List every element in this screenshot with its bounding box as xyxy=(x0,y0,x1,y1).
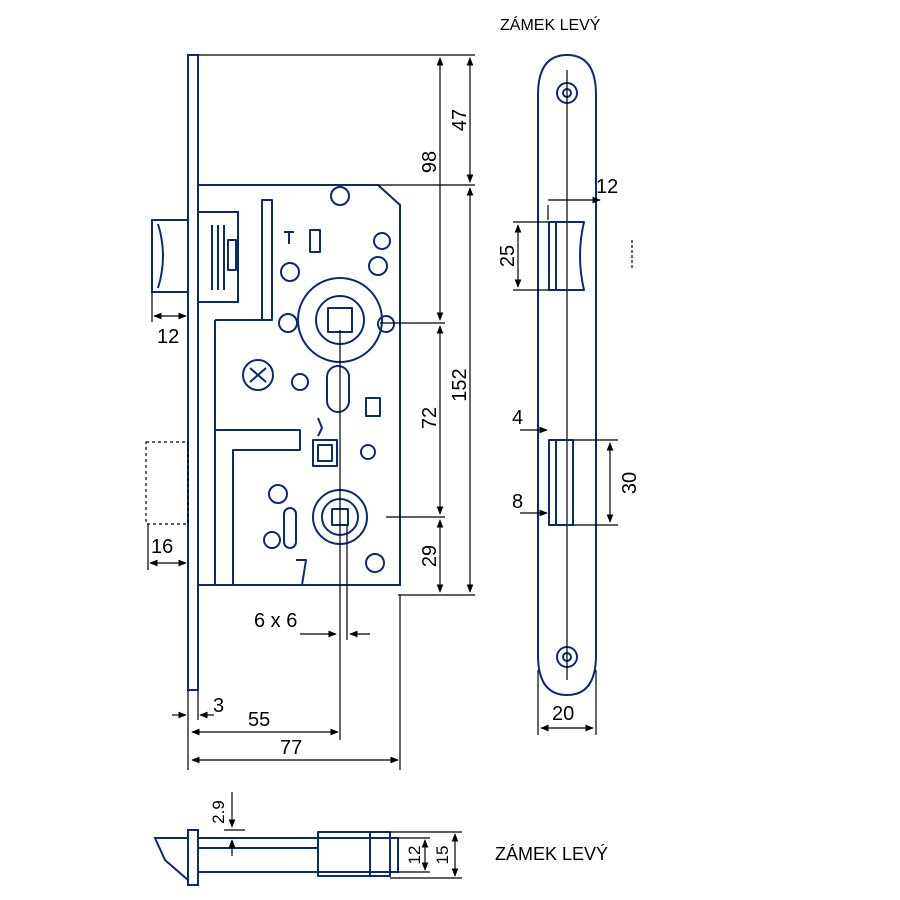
dim-98: 98 xyxy=(419,151,441,173)
dim-77: 77 xyxy=(280,737,302,759)
case-rib xyxy=(214,319,262,430)
latch-bolt xyxy=(151,211,239,303)
lock-bottom-view: 2.9 12 15 xyxy=(153,792,462,886)
handle-follower xyxy=(278,186,395,363)
lock-case xyxy=(197,184,401,586)
dim-12-latch: 12 xyxy=(157,326,179,348)
dim-152: 152 xyxy=(449,368,471,401)
dim-20: 20 xyxy=(552,703,574,725)
dim-3: 3 xyxy=(213,695,224,717)
dim-29: 29 xyxy=(419,545,441,567)
title-bottom: ZÁMEK LEVÝ xyxy=(495,844,608,864)
dim-4: 4 xyxy=(512,407,523,429)
latch-window xyxy=(548,221,585,291)
dim-6x6: 6 x 6 xyxy=(254,610,297,632)
side-dimensions: 12 25 4 8 30 20 xyxy=(497,176,641,735)
dim-30: 30 xyxy=(619,472,641,494)
dim-15: 15 xyxy=(433,846,452,865)
front-dimensions: 47 98 152 72 29 12 16 6 x 6 3 55 xyxy=(147,54,475,770)
bolt-slot xyxy=(261,199,273,321)
bolt-dashed-outline xyxy=(145,441,189,525)
case-inner-frame xyxy=(214,429,301,585)
dim-25: 25 xyxy=(497,245,519,267)
dim-12-side: 12 xyxy=(596,176,618,198)
dim-2-9: 2.9 xyxy=(209,800,228,824)
dim-8: 8 xyxy=(512,491,523,513)
lock-front-view xyxy=(145,54,401,740)
dim-12-bottom: 12 xyxy=(405,846,424,865)
dim-16: 16 xyxy=(151,536,173,558)
dim-72: 72 xyxy=(419,407,441,429)
faceplate-side-view xyxy=(537,53,597,697)
bottom-latch xyxy=(153,837,189,883)
dim-47: 47 xyxy=(449,109,471,131)
internal-parts xyxy=(242,229,381,586)
bolt-window xyxy=(548,439,574,526)
faceplate xyxy=(187,54,199,691)
title-top: ZÁMEK LEVÝ xyxy=(500,15,601,34)
dim-55: 55 xyxy=(248,709,270,731)
